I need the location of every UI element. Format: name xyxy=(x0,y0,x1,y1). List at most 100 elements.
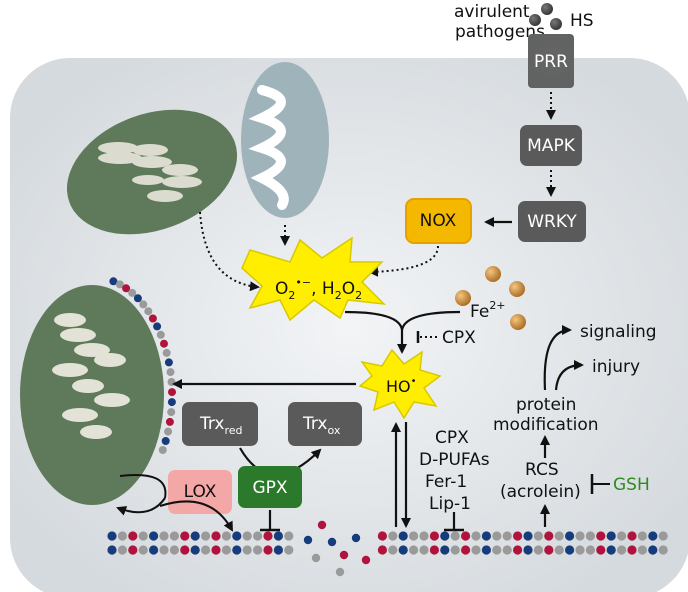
membrane-lipid-head xyxy=(190,531,200,541)
chloroplast-lipid-head xyxy=(156,330,165,339)
membrane-lipid-head xyxy=(575,545,585,555)
chloroplast-lipid-head xyxy=(161,437,170,445)
label-hs: HS xyxy=(570,11,594,31)
membrane-lipid-head xyxy=(637,545,648,555)
membrane-lipid-head xyxy=(648,545,658,555)
wrky-box: WRKY xyxy=(518,201,586,242)
lipid-fragment xyxy=(351,533,361,543)
chloroplast-lipid-head xyxy=(153,322,162,331)
membrane-lipid-head xyxy=(471,545,481,555)
membrane-lipid-head xyxy=(128,545,138,555)
membrane-lipid-head xyxy=(201,531,211,541)
chloroplast-lipid-head xyxy=(139,300,148,309)
lipid-fragment xyxy=(317,520,327,530)
label-pathogens: pathogens xyxy=(455,22,545,42)
gpx-box: GPX xyxy=(238,466,302,508)
trx-red-label: Trxred xyxy=(199,414,243,437)
gsh-label: GSH xyxy=(613,475,650,495)
membrane-lipid-head xyxy=(190,545,200,555)
membrane-lipid-head xyxy=(596,545,606,555)
membrane-lipid-head xyxy=(169,545,179,555)
membrane-lipid-head xyxy=(273,545,283,555)
hydroxyl-burst: HO• xyxy=(358,348,442,420)
membrane-lipid-head xyxy=(284,545,294,555)
membrane-lipid-head xyxy=(585,531,596,541)
membrane-lipid-head xyxy=(211,545,221,555)
membrane-lipid-head xyxy=(398,531,408,541)
membrane-lipid-head xyxy=(232,545,242,555)
membrane-lipid-head xyxy=(232,531,242,541)
gpx-label: GPX xyxy=(252,478,287,498)
membrane-lipid-head xyxy=(617,531,627,541)
mapk-label: MAPK xyxy=(527,136,576,156)
prr-receptor: PRR xyxy=(528,34,574,88)
membrane-lipid-head xyxy=(169,531,179,541)
chloroplast-lipid-head xyxy=(148,314,157,323)
membrane-lipid-head xyxy=(492,531,502,541)
membrane-lipid-head xyxy=(502,531,512,541)
membrane-lipid-head xyxy=(107,545,117,555)
membrane-lipid-head xyxy=(617,545,627,555)
membrane-lipid-head xyxy=(565,531,575,541)
nox-label: NOX xyxy=(420,211,457,231)
trx-red-box: Trxred xyxy=(182,402,258,446)
lipid-fragment xyxy=(311,553,321,563)
membrane-lipid-head xyxy=(565,545,575,555)
wrky-label: WRKY xyxy=(527,212,577,232)
membrane-lipid-head xyxy=(471,531,481,541)
lipid-fragment xyxy=(339,550,349,560)
membrane-lipid-head xyxy=(461,545,471,555)
lox-box: LOX xyxy=(168,470,232,514)
chloroplast-lipid-head xyxy=(144,307,153,316)
membrane-lipid-head xyxy=(242,545,252,555)
membrane-lipid-head xyxy=(648,531,658,541)
fe-label: Fe2+ xyxy=(470,299,506,322)
membrane-lipid-head xyxy=(502,545,512,555)
membrane-lipid-head xyxy=(221,545,231,555)
trx-ox-box: Trxox xyxy=(288,402,362,446)
membrane-lipid-head xyxy=(273,531,283,541)
inhib-dpufas: D-PUFAs xyxy=(419,450,490,470)
membrane-lipid-head xyxy=(284,531,294,541)
membrane-lipid-head xyxy=(419,545,429,555)
lox-label: LOX xyxy=(184,482,217,502)
membrane-lipid-head xyxy=(658,545,668,555)
chloroplast-lipid-head xyxy=(128,288,137,297)
membrane-lipid-head xyxy=(523,545,533,555)
membrane-lipid-head xyxy=(585,545,596,555)
chloroplast-lipid-head xyxy=(122,284,131,293)
membrane-lipid-head xyxy=(554,531,564,541)
membrane-lipid-head xyxy=(523,531,533,541)
membrane-lipid-head xyxy=(221,531,231,541)
membrane-lipid-head xyxy=(201,545,211,555)
membrane-lipid-head xyxy=(533,531,544,541)
membrane-lipid-head xyxy=(211,531,221,541)
membrane-lipid-head xyxy=(606,531,616,541)
lipid-fragment xyxy=(361,555,371,565)
iron-icons xyxy=(455,266,526,330)
rcs-label: RCS xyxy=(525,460,559,480)
membrane-lipid-head xyxy=(117,531,127,541)
membrane-lipid-head xyxy=(513,531,523,541)
membrane-lipid-head xyxy=(658,531,668,541)
membrane-lipid-head xyxy=(419,531,429,541)
membrane-lipid-head xyxy=(544,545,554,555)
acrolein-label: (acrolein) xyxy=(500,482,581,502)
inhib-fer1: Fer-1 xyxy=(425,472,467,492)
nox-box: NOX xyxy=(405,198,472,244)
membrane-lipid-head xyxy=(606,545,616,555)
membrane-lipid-head xyxy=(107,531,117,541)
membrane-lipid-head xyxy=(377,531,387,541)
chloroplast-lipid-head xyxy=(109,277,118,286)
membrane-lipid-head xyxy=(481,531,491,541)
pathogen-dots-icon xyxy=(529,3,562,30)
lipid-fragment xyxy=(335,567,345,577)
protein-label: protein xyxy=(516,395,576,415)
oxidized-lipid-fragments xyxy=(303,520,371,577)
membrane-lipid-head xyxy=(492,545,502,555)
membrane-lipid-head xyxy=(409,545,419,555)
membrane-lipid-head xyxy=(461,531,471,541)
membrane-lipid-head xyxy=(544,531,554,541)
membrane-lipid-head xyxy=(450,531,460,541)
membrane-lipid-head xyxy=(409,531,419,541)
